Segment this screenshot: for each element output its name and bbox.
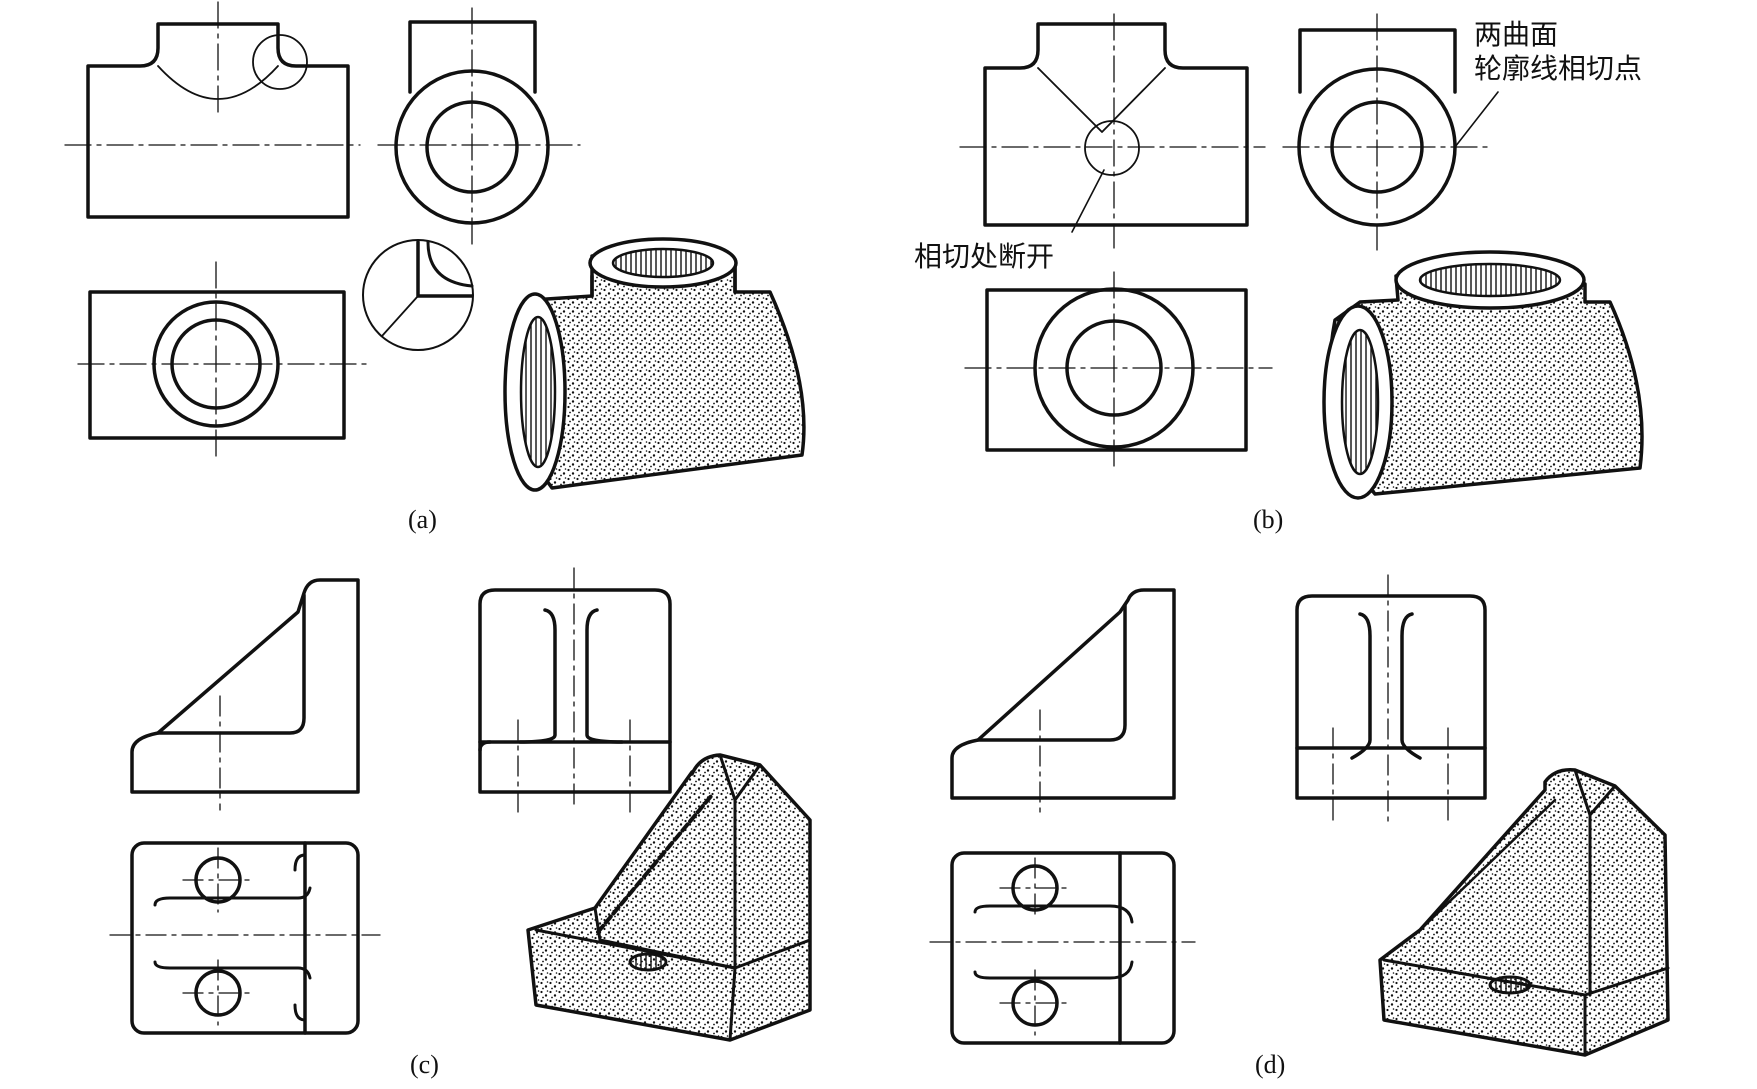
a-top-outline [88, 290, 346, 440]
c-side-rib [518, 608, 624, 744]
b-leader-break [1071, 169, 1105, 233]
b-tangent-circle [1084, 120, 1140, 176]
caption-a: (a) [408, 505, 437, 534]
c-iso-hole [628, 952, 668, 972]
b-side-centerlines [1282, 13, 1491, 251]
c-top-centerlines [109, 847, 381, 1026]
d-side-outline [1295, 594, 1487, 800]
c-isometric-bracket [526, 753, 812, 1042]
a-side-centerlines [377, 7, 581, 246]
c-side-outline [478, 588, 672, 794]
panel-b [959, 13, 1644, 500]
c-iso-rib-edge [596, 793, 714, 934]
c-side-centerlines [504, 567, 656, 816]
d-iso-hole [1488, 975, 1532, 995]
b-top-centerlines [964, 271, 1273, 471]
label-tangent-break: 相切处断开 [914, 240, 1055, 273]
a-isometric-tee [503, 237, 806, 492]
panel-a [64, 1, 806, 492]
c-front-outline [130, 578, 360, 794]
b-isometric-tee [1322, 250, 1644, 500]
d-top-outline [950, 851, 1176, 1045]
c-front-rib [156, 593, 306, 735]
b-leader-tangent [1454, 91, 1499, 148]
panel-c [109, 567, 812, 1042]
caption-d: (d) [1255, 1050, 1286, 1079]
panel-d [929, 574, 1670, 1057]
caption-b: (b) [1253, 505, 1284, 534]
caption-c: (c) [410, 1050, 439, 1079]
b-front-centerlines [959, 13, 1266, 249]
a-top-centerlines [77, 261, 369, 461]
b-top-outline [985, 288, 1248, 452]
d-front-outline [950, 588, 1176, 800]
a-front-centerlines [64, 1, 361, 146]
d-side-rib [1350, 612, 1422, 760]
b-intersection-lines [1037, 67, 1166, 133]
a-magnified-detail [362, 239, 474, 351]
a-detail-circle [252, 34, 308, 90]
label-tangent-points-line2: 轮廓线相切点 [1474, 52, 1643, 85]
d-isometric-bracket [1378, 768, 1670, 1057]
c-top-rib-edges [153, 886, 312, 980]
d-front-rib [976, 603, 1127, 742]
a-front-outline [86, 22, 350, 219]
d-side-centerlines [1314, 574, 1471, 823]
label-tangent-points: 两曲面 轮廓线相切点 [1474, 18, 1642, 86]
label-tangent-points-line1: 两曲面 [1474, 18, 1559, 51]
b-front-outline [983, 22, 1249, 227]
d-top-centerlines [929, 857, 1196, 1036]
c-top-outline [130, 841, 360, 1035]
